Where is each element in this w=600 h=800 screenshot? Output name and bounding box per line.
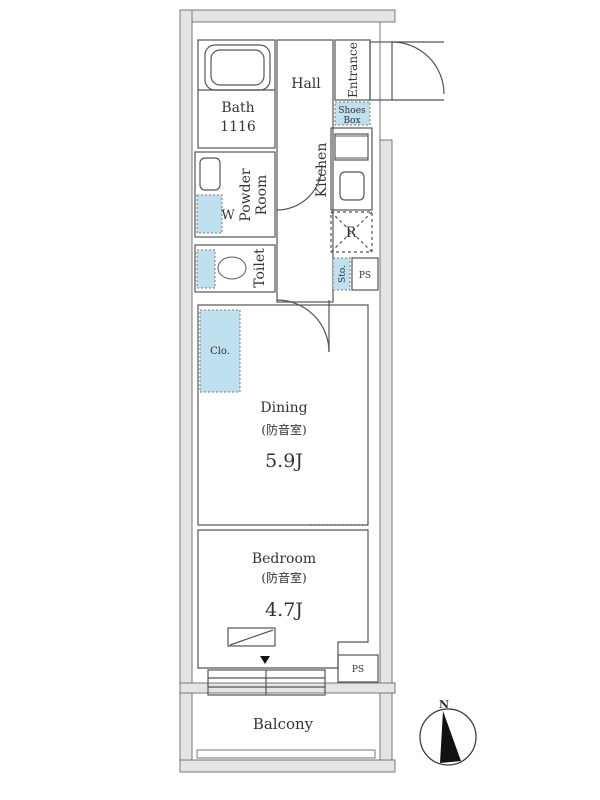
dining-room	[197, 304, 369, 526]
toilet-room	[194, 244, 276, 293]
stove-grate	[334, 135, 369, 159]
refrigerator-label: R	[346, 225, 357, 241]
toilet-label: Toilet	[252, 248, 268, 288]
closet-label: Clo.	[210, 346, 230, 357]
hall	[276, 39, 334, 303]
closet-fill	[199, 309, 241, 393]
ps-upper-box	[351, 257, 379, 291]
washer-fill	[196, 194, 223, 234]
powder-room	[194, 151, 276, 238]
aircon	[227, 627, 276, 647]
powder-label-1: Powder	[238, 168, 254, 222]
compass-north-label: N	[439, 698, 449, 711]
bath-label: Bath	[221, 100, 254, 116]
kitchen-label: Kitchen	[314, 143, 330, 198]
entrance-label: Entrance	[346, 42, 360, 98]
blue-fixtures	[196, 101, 371, 393]
north-compass-icon: N	[419, 698, 477, 766]
hall-label: Hall	[291, 76, 321, 92]
dining-note: (防音室)	[261, 422, 306, 437]
dining-door-swing	[276, 299, 330, 353]
refrigerator-space	[330, 211, 373, 253]
shoes-box-fill	[334, 101, 371, 126]
shoes-box-label-2: Box	[343, 116, 360, 126]
balcony-area	[191, 692, 381, 761]
washer-label: W	[221, 208, 235, 223]
interior-walls	[194, 39, 445, 696]
ps-upper-label: PS	[359, 271, 371, 281]
entrance-door-swing	[391, 41, 445, 95]
toilet-tank-fill	[196, 249, 216, 289]
kitchen-counter	[330, 127, 373, 211]
ps-lower-label: PS	[352, 665, 364, 675]
balcony-rail	[196, 749, 376, 759]
window-marker-icon	[260, 656, 270, 664]
bedroom	[197, 529, 369, 669]
bath-size-label: 1116	[220, 119, 256, 135]
dining-size: 5.9J	[265, 450, 303, 472]
balcony-label: Balcony	[253, 715, 314, 733]
bath-room	[197, 39, 276, 149]
storage-label: Sto.	[338, 265, 348, 283]
toilet-bowl	[217, 256, 247, 280]
bedroom-note: (防音室)	[261, 570, 306, 585]
storage-fill	[332, 257, 351, 291]
sink	[339, 171, 365, 201]
dining-label: Dining	[260, 400, 307, 416]
shoes-box-label-1: Shoes	[338, 106, 366, 116]
powder-label-2: Room	[254, 175, 270, 216]
bedroom-size: 4.7J	[265, 599, 303, 621]
ps-lower-box	[337, 654, 379, 683]
washbasin	[199, 157, 221, 191]
bedroom-label: Bedroom	[252, 551, 316, 567]
